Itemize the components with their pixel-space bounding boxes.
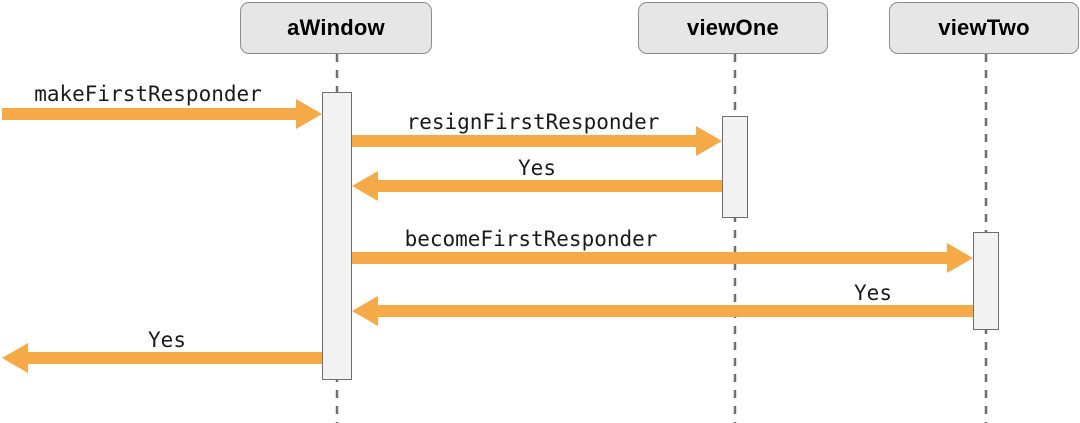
lifeline-label-viewtwo: viewTwo — [938, 15, 1030, 40]
message-label-m1: makeFirstResponder — [34, 82, 262, 106]
lifeline-label-viewone: viewOne — [687, 15, 779, 40]
activation-bar-viewone — [722, 116, 748, 218]
message-label-m4: becomeFirstResponder — [404, 227, 658, 251]
message-arrow-m1 — [2, 99, 322, 129]
message-arrow-m2 — [352, 126, 722, 156]
message-label-m5: Yes — [854, 281, 892, 305]
message-label-m3: Yes — [518, 156, 556, 180]
message-label-m2: resignFirstResponder — [406, 110, 660, 134]
message-arrow-m3 — [352, 171, 722, 201]
activation-bar-awindow — [322, 92, 352, 380]
activation-bar-viewtwo — [973, 232, 999, 330]
lifeline-head-viewtwo[interactable]: viewTwo — [889, 2, 1079, 54]
message-arrow-m4 — [352, 243, 973, 273]
message-arrows-group — [2, 99, 973, 373]
message-arrow-m5 — [352, 296, 973, 326]
message-label-m6: Yes — [148, 328, 186, 352]
lifeline-head-awindow[interactable]: aWindow — [240, 2, 432, 54]
lifeline-label-awindow: aWindow — [287, 15, 385, 40]
lifeline-head-viewone[interactable]: viewOne — [638, 2, 828, 54]
message-arrow-m6 — [2, 343, 322, 373]
